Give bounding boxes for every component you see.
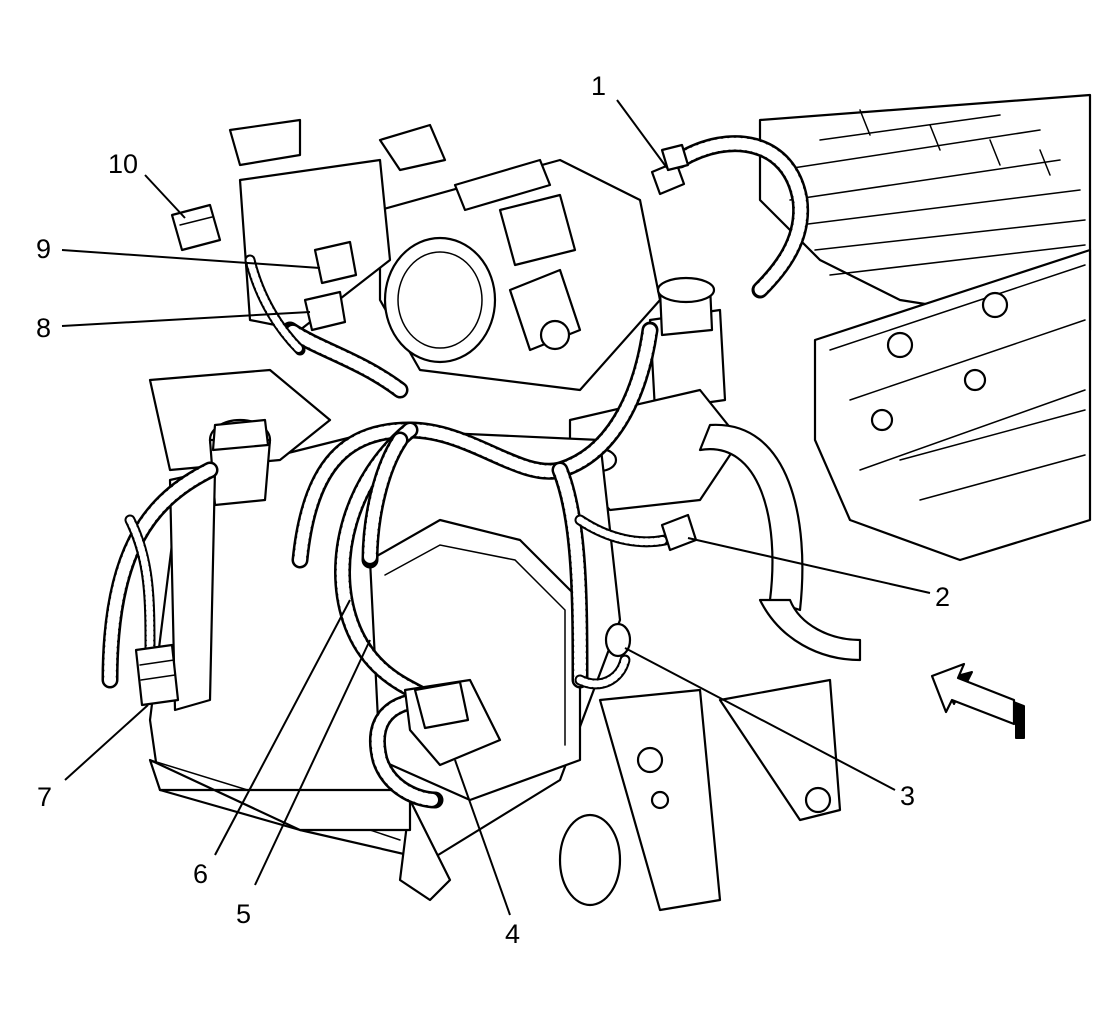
connector-3 xyxy=(604,622,632,658)
callout-1: 1 xyxy=(591,71,606,101)
leader-6 xyxy=(214,599,351,856)
leader-7 xyxy=(64,704,149,781)
direction-arrow-icon xyxy=(930,662,1025,739)
wiring-harness xyxy=(101,135,810,809)
leader-5 xyxy=(254,639,371,886)
callout-labels: 1 2 3 4 5 6 7 8 9 10 xyxy=(36,71,950,949)
leader-10 xyxy=(144,174,186,219)
connector-7 xyxy=(134,643,180,707)
left-engine-bracket xyxy=(148,118,392,712)
callout-7: 7 xyxy=(37,782,52,812)
callout-4: 4 xyxy=(505,919,520,949)
callout-5: 5 xyxy=(236,899,251,929)
callout-10: 10 xyxy=(108,149,138,179)
leader-1 xyxy=(616,99,668,169)
leader-lines xyxy=(61,99,931,916)
connector-4 xyxy=(403,678,502,767)
leader-3 xyxy=(624,647,896,791)
intake-manifold-runners xyxy=(758,93,1092,332)
throttle-body xyxy=(378,123,662,392)
callout-9: 9 xyxy=(36,234,51,264)
callout-3: 3 xyxy=(900,781,915,811)
leader-9 xyxy=(61,249,321,269)
leader-4 xyxy=(454,759,511,916)
leader-8 xyxy=(61,311,311,327)
valve-cover xyxy=(813,248,1092,562)
callout-6: 6 xyxy=(193,859,208,889)
callout-8: 8 xyxy=(36,313,51,343)
leader-2 xyxy=(687,537,931,594)
connector-1 xyxy=(650,143,690,196)
connector-8 xyxy=(303,290,347,332)
connector-9 xyxy=(313,240,358,285)
callout-2: 2 xyxy=(935,582,950,612)
